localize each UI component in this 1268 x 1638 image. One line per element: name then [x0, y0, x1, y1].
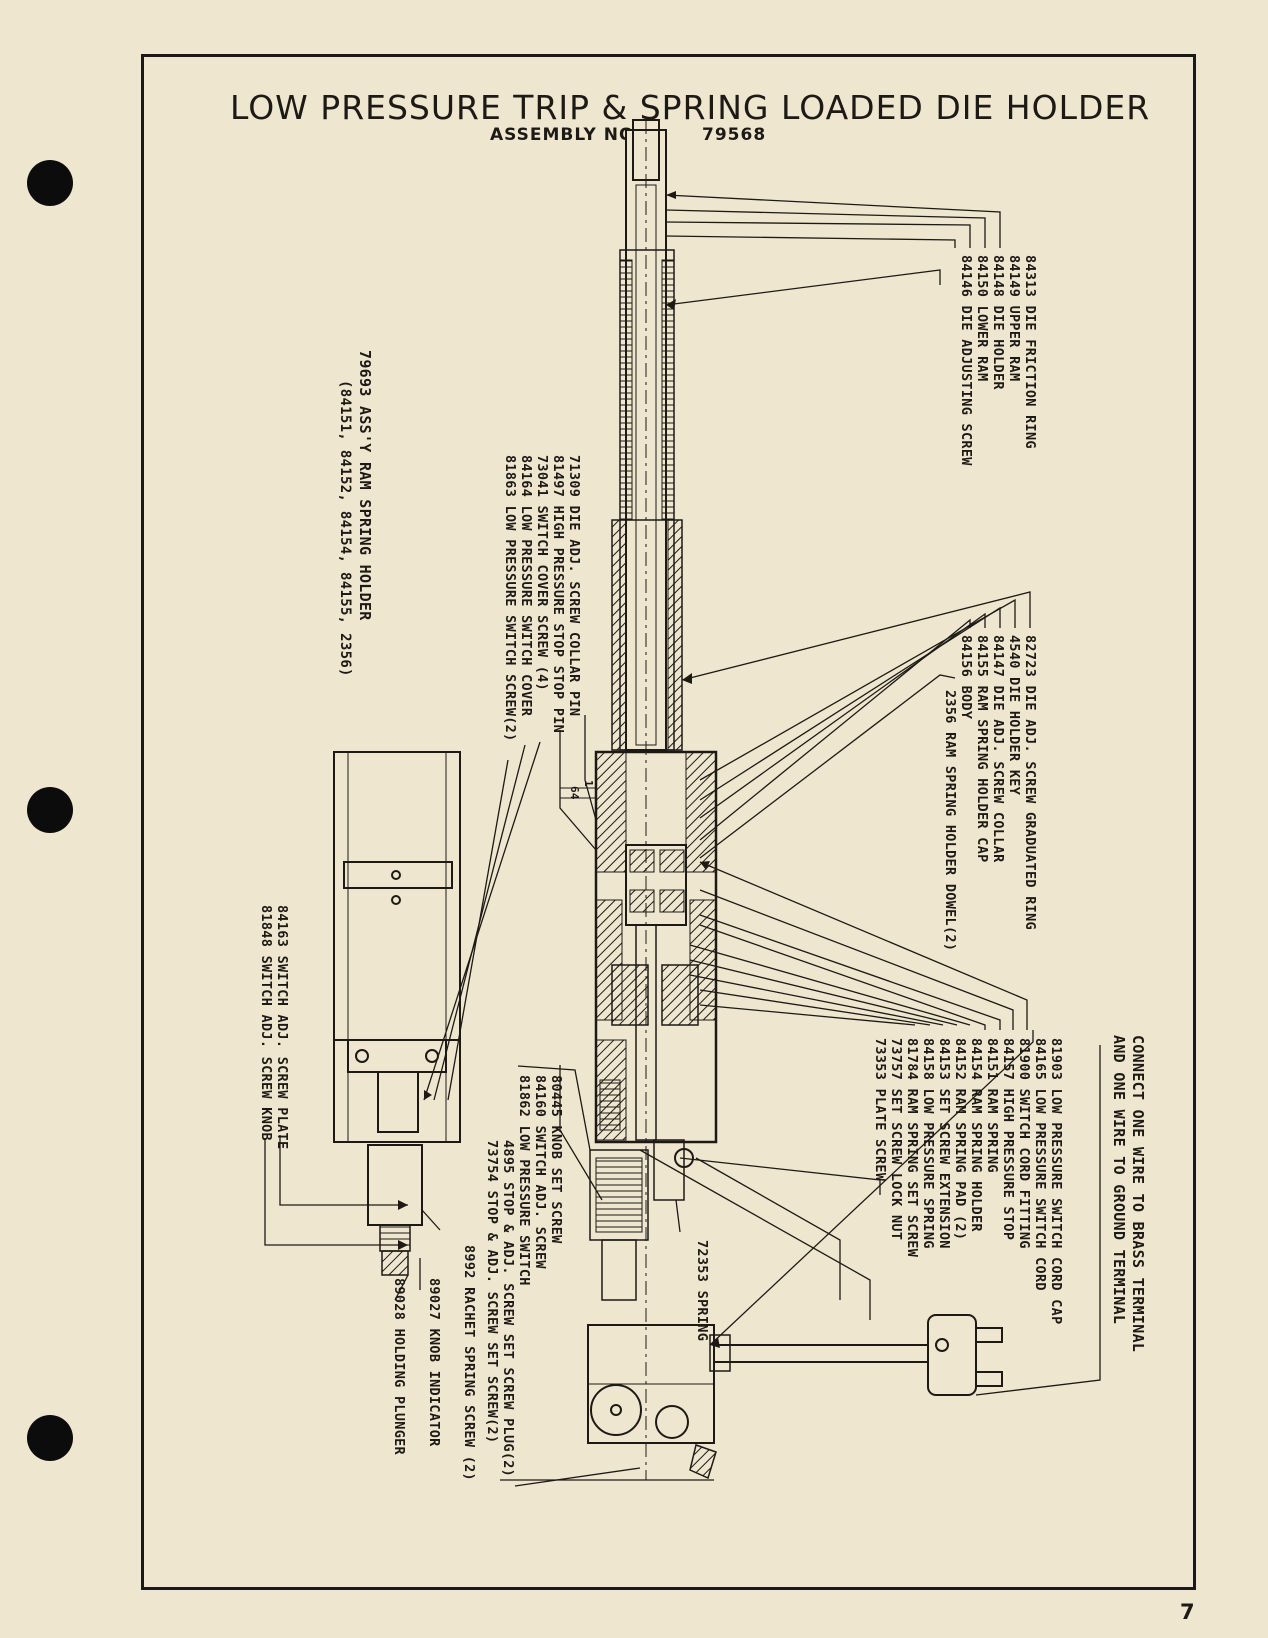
label-set-screw-extension: 84153 SET SCREW EXTENSION — [936, 1038, 952, 1249]
die-friction-ring — [632, 119, 660, 181]
label-high-pressure-stop-pin: 81497 HIGH PRESSURE STOP STOP PIN — [550, 455, 566, 734]
connect-note-line2: AND ONE WIRE TO GROUND TERMINAL — [1110, 1035, 1128, 1325]
switch-adj-screw-plate — [333, 751, 461, 1143]
label-switch-cord-fitting: 81900 SWITCH CORD FITTING — [1016, 1038, 1032, 1249]
label-cord-cap: 81903 LOW PRESSURE SWITCH CORD CAP — [1048, 1038, 1064, 1325]
holding-plunger — [381, 1250, 409, 1276]
dim-fraction-num: 1 — [582, 780, 595, 787]
cord-cap — [927, 1314, 977, 1396]
assembly-label: ASSEMBLY NO. — [490, 125, 642, 145]
label-ram-spring-holder: 84154 RAM SPRING HOLDER — [968, 1038, 984, 1232]
label-ram-spring-holder-cap: 84155 RAM SPRING HOLDER CAP — [974, 635, 990, 863]
label-low-pressure-switch: 81862 LOW PRESSURE SWITCH — [516, 1075, 532, 1286]
label-ram-spring-holder-dowel: 2356 RAM SPRING HOLDER DOWEL(2) — [942, 690, 958, 952]
ram-spring — [611, 964, 649, 1026]
assy-ram-parts: (84151, 84152, 84154, 84155, 2356) — [337, 380, 353, 677]
low-pressure-spring — [599, 1079, 621, 1131]
label-ram-spring-set-screw: 81784 RAM SPRING SET SCREW — [904, 1038, 920, 1258]
label-die-friction-ring: 84313 DIE FRICTION RING — [1022, 255, 1038, 449]
label-low-pressure-switch-cover: 84164 LOW PRESSURE SWITCH COVER — [518, 455, 534, 717]
label-upper-ram: 84149 UPPER RAM — [1006, 255, 1022, 382]
drawing-border — [141, 54, 1196, 1590]
label-switch-adj-screw: 84160 SWITCH ADJ. SCREW — [532, 1075, 548, 1269]
label-screw-collar: 84147 DIE ADJ. SCREW COLLAR — [990, 635, 1006, 863]
binder-hole-top — [27, 160, 73, 206]
label-knob-set-screw: 80445 KNOB SET SCREW — [548, 1075, 564, 1244]
lower-ram — [635, 924, 657, 1141]
label-low-pressure-spring: 84158 LOW PRESSURE SPRING — [920, 1038, 936, 1249]
label-high-pressure-stop: 84157 HIGH PRESSURE STOP — [1000, 1038, 1016, 1241]
label-collar-pin: 71309 DIE ADJ. SCREW COLLAR PIN — [566, 455, 582, 717]
label-low-pressure-switch-screw: 81863 LOW PRESSURE SWITCH SCREW(2) — [502, 455, 518, 742]
switch-adj-screw — [601, 1239, 637, 1301]
label-ram-spring-pad: 84152 RAM SPRING PAD (2) — [952, 1038, 968, 1241]
label-plate-screw: 73353 PLATE SCREW — [872, 1038, 888, 1182]
binder-hole-middle — [27, 787, 73, 833]
label-spring: 72353 SPRING — [694, 1240, 710, 1342]
assembly-number: 79568 — [702, 125, 767, 145]
label-stop-set-screw: 73754 STOP & ADJ. SCREW SET SCREW(2) — [484, 1140, 500, 1444]
label-knob-indicator: 89027 KNOB INDICATOR — [426, 1278, 442, 1447]
label-body: 84156 BODY — [958, 635, 974, 720]
binder-hole-bottom — [27, 1415, 73, 1461]
label-graduated-ring: 82723 DIE ADJ. SCREW GRADUATED RING — [1022, 635, 1038, 930]
assy-ram-title: 79693 ASS'Y RAM SPRING HOLDER — [356, 350, 374, 621]
page-number: 7 — [1180, 1600, 1195, 1624]
label-switch-adj-screw-knob: 81848 SWITCH ADJ. SCREW KNOB — [258, 905, 274, 1141]
switch-adj-screw-knob — [367, 1144, 423, 1226]
label-die-adjusting-screw: 84146 DIE ADJUSTING SCREW — [958, 255, 974, 466]
dim-fraction-den: 64 — [568, 786, 581, 800]
page-title: LOW PRESSURE TRIP & SPRING LOADED DIE HO… — [230, 88, 1151, 127]
label-ram-spring: 84151 RAM SPRING — [984, 1038, 1000, 1173]
label-lower-ram: 84150 LOWER RAM — [974, 255, 990, 382]
label-switch-adj-screw-plate: 84163 SWITCH ADJ. SCREW PLATE — [274, 905, 290, 1150]
label-switch-cord: 84165 LOW PRESSURE SWITCH CORD — [1032, 1038, 1048, 1291]
connect-note-line1: CONNECT ONE WIRE TO BRASS TERMINAL — [1129, 1035, 1147, 1353]
label-die-holder-key: 4540 DIE HOLDER KEY — [1006, 635, 1022, 796]
label-stop-screw-plug: 4895 STOP & ADJ. SCREW SET SCREW PLUG(2) — [500, 1140, 516, 1478]
label-set-screw-lock-nut: 73757 SET SCREW LOCK NUT — [888, 1038, 904, 1241]
label-die-holder: 84148 DIE HOLDER — [990, 255, 1006, 390]
label-switch-cover-screw: 73041 SWITCH COVER SCREW (4) — [534, 455, 550, 691]
adjusting-gear — [590, 1384, 642, 1436]
label-rachet-spring-screw: 8992 RACHET SPRING SCREW (2) — [461, 1245, 477, 1481]
label-holding-plunger: 89028 HOLDING PLUNGER — [391, 1278, 407, 1455]
